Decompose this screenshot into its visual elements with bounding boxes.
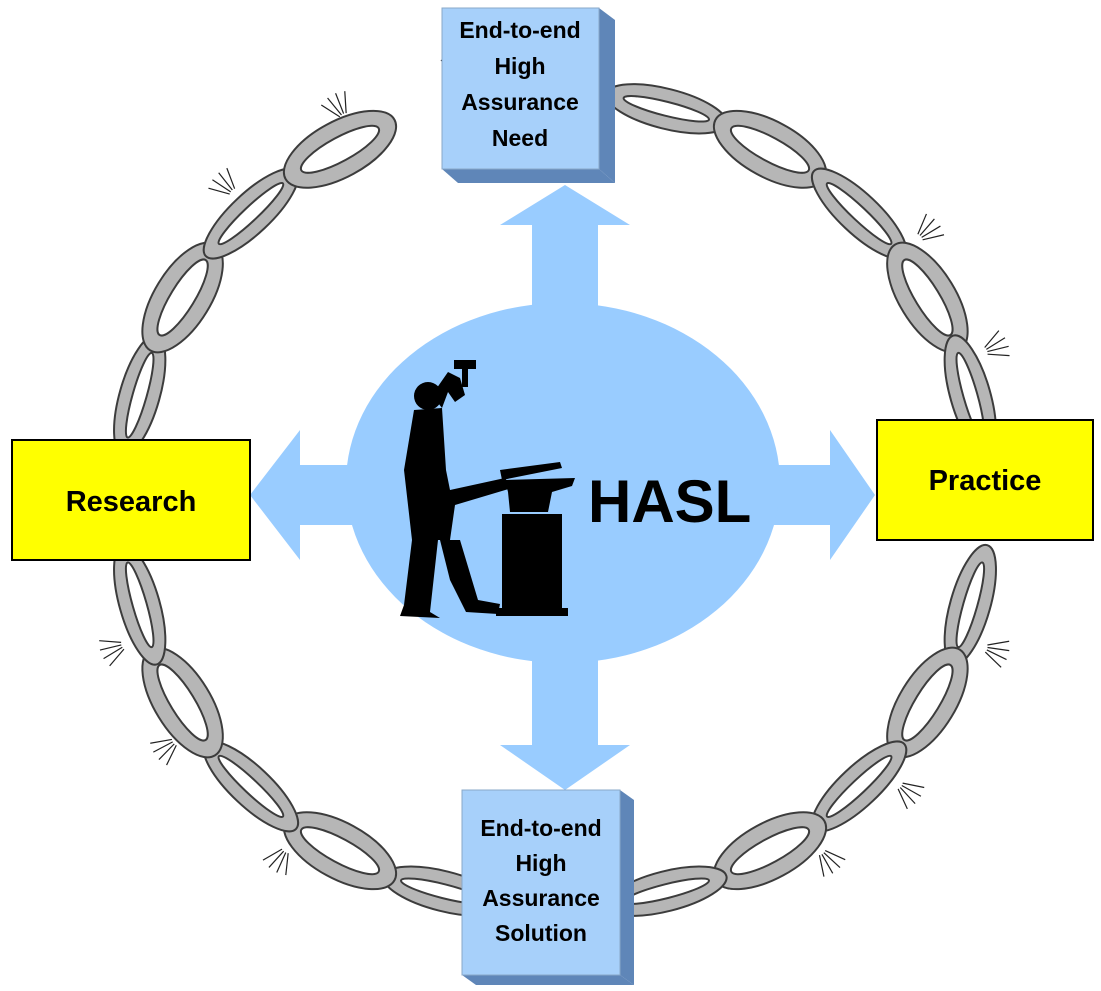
spark-icon — [320, 91, 347, 118]
chain-link-icon — [282, 109, 398, 189]
spark-icon — [262, 848, 289, 876]
arrow-up-icon — [500, 185, 630, 330]
solution-box-line-3: Assurance — [482, 885, 600, 911]
solution-box: End-to-end High Assurance Solution — [461, 789, 634, 985]
solution-box-line-2: High — [515, 850, 566, 876]
chain-link-icon — [886, 241, 969, 354]
spark-icon — [897, 782, 925, 810]
chain-link-icon — [886, 646, 969, 759]
chain-link-icon — [810, 740, 908, 833]
spark-icon — [99, 640, 125, 667]
center-arrows — [250, 185, 875, 790]
need-box-line-3: Assurance — [461, 89, 579, 115]
research-box-label: Research — [66, 486, 197, 518]
spark-icon — [917, 213, 945, 241]
solution-box-line-4: Solution — [495, 920, 587, 946]
spark-icon — [208, 167, 236, 195]
spark-icon — [984, 640, 1010, 668]
spark-icon — [818, 850, 846, 877]
spark-icon — [984, 330, 1010, 357]
need-box: End-to-end High Assurance Need — [441, 7, 615, 183]
chain-link-icon — [712, 811, 828, 891]
chain-link-icon — [113, 334, 167, 457]
arrow-right-icon — [740, 430, 875, 560]
blacksmith-icon — [400, 360, 575, 618]
arrow-down-icon — [500, 640, 630, 790]
solution-box-line-1: End-to-end — [480, 815, 601, 841]
arrow-left-icon — [250, 430, 390, 560]
need-box-line-2: High — [494, 53, 545, 79]
spark-icon — [150, 738, 177, 766]
need-box-line-1: End-to-end — [459, 17, 580, 43]
chain-link-icon — [604, 83, 728, 135]
chain-ring — [113, 83, 997, 917]
research-box: Research — [11, 439, 251, 561]
practice-box-label: Practice — [929, 465, 1042, 497]
chain-sparks — [99, 52, 1037, 877]
chain-link-icon — [712, 109, 828, 189]
practice-box: Practice — [876, 419, 1094, 541]
center-label: HASL — [588, 468, 751, 535]
need-box-line-4: Need — [492, 125, 548, 151]
